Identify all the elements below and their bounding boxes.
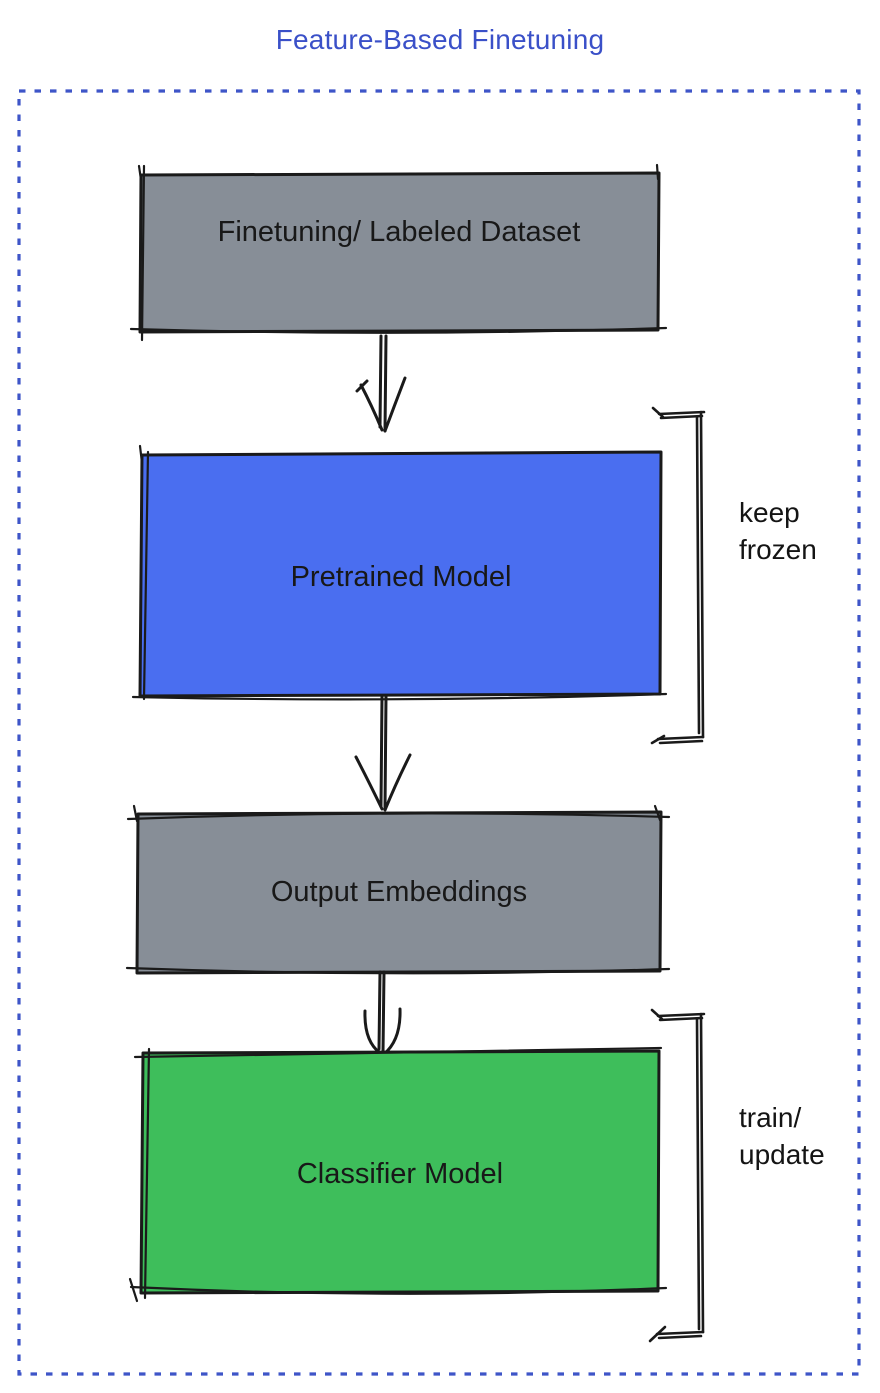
classifier-model-box [128, 1046, 668, 1303]
sketch-stroke [129, 326, 668, 334]
bracket-stroke [695, 415, 701, 735]
finetuning-dataset-box [129, 163, 668, 342]
arrow-shaft [379, 694, 384, 808]
sketch-stroke [131, 692, 668, 701]
bracket-stroke [648, 1325, 667, 1343]
bracket-stroke [657, 410, 706, 416]
bracket-stroke [658, 739, 704, 745]
annotation-line: update [739, 1139, 825, 1170]
output-embeddings-label: Output Embeddings [270, 876, 528, 908]
annotation-line: frozen [739, 534, 817, 565]
sketch-stroke [133, 1046, 663, 1059]
sketch-stroke [132, 804, 139, 823]
arrow-down-icon [354, 694, 412, 812]
sketch-stroke [129, 1285, 668, 1295]
arrow-shaft [383, 334, 388, 433]
finetuning-dataset-box-shape [138, 171, 661, 334]
arrow-head [354, 755, 384, 811]
sketch-stroke [128, 1277, 139, 1303]
bracket-stroke [699, 1012, 705, 1334]
classifier-model-label: Classifier Model [296, 1158, 504, 1190]
keep-frozen-annotation: keep frozen [739, 494, 817, 568]
bracket-stroke [655, 1330, 705, 1336]
annotation-line: train/ [739, 1102, 802, 1133]
arrow-head [355, 379, 369, 393]
bracket-stroke [695, 1017, 701, 1331]
sketch-stroke [138, 444, 144, 465]
bracket-stroke [658, 1016, 704, 1022]
arrow-shaft [383, 694, 388, 811]
pretrained-model-box [131, 444, 668, 701]
arrow-shaft [378, 334, 383, 429]
sketch-stroke [655, 163, 660, 181]
arrow-down-icon [355, 334, 407, 433]
arrow-head [359, 383, 384, 432]
dashed-container-border [17, 89, 861, 1376]
bracket-stroke [659, 414, 704, 420]
keep-frozen-bracket-icon [650, 406, 706, 745]
bracket-stroke [699, 410, 705, 739]
bracket-stroke [650, 734, 666, 745]
arrow-head [383, 376, 407, 433]
bracket-stroke [651, 406, 665, 419]
output-embeddings-box [125, 804, 671, 975]
arrow-shaft [377, 970, 382, 1051]
arrow-down-icon [363, 970, 402, 1056]
bracket-stroke [656, 1012, 706, 1018]
bracket-stroke [656, 735, 705, 741]
page-title: Feature-Based Finetuning [275, 24, 605, 55]
sketch-stroke [653, 804, 662, 822]
sketch-stroke [137, 164, 143, 182]
annotation-line: keep [739, 497, 800, 528]
sketch-stroke [126, 812, 671, 821]
finetuning-dataset-label: Finetuning/ Labeled Dataset [217, 216, 581, 248]
sketch-stroke [140, 164, 146, 342]
bracket-stroke [657, 1334, 703, 1340]
arrow-shaft [381, 970, 386, 1054]
train-update-bracket-icon [648, 1008, 706, 1343]
pretrained-model-label: Pretrained Model [290, 561, 512, 593]
sketch-stroke [142, 450, 150, 701]
arrow-head [382, 1007, 402, 1056]
bracket-stroke [650, 1008, 664, 1021]
sketch-stroke [143, 1047, 151, 1300]
train-update-annotation: train/ update [739, 1099, 825, 1173]
sketch-stroke [125, 966, 671, 975]
arrow-head [383, 753, 412, 812]
